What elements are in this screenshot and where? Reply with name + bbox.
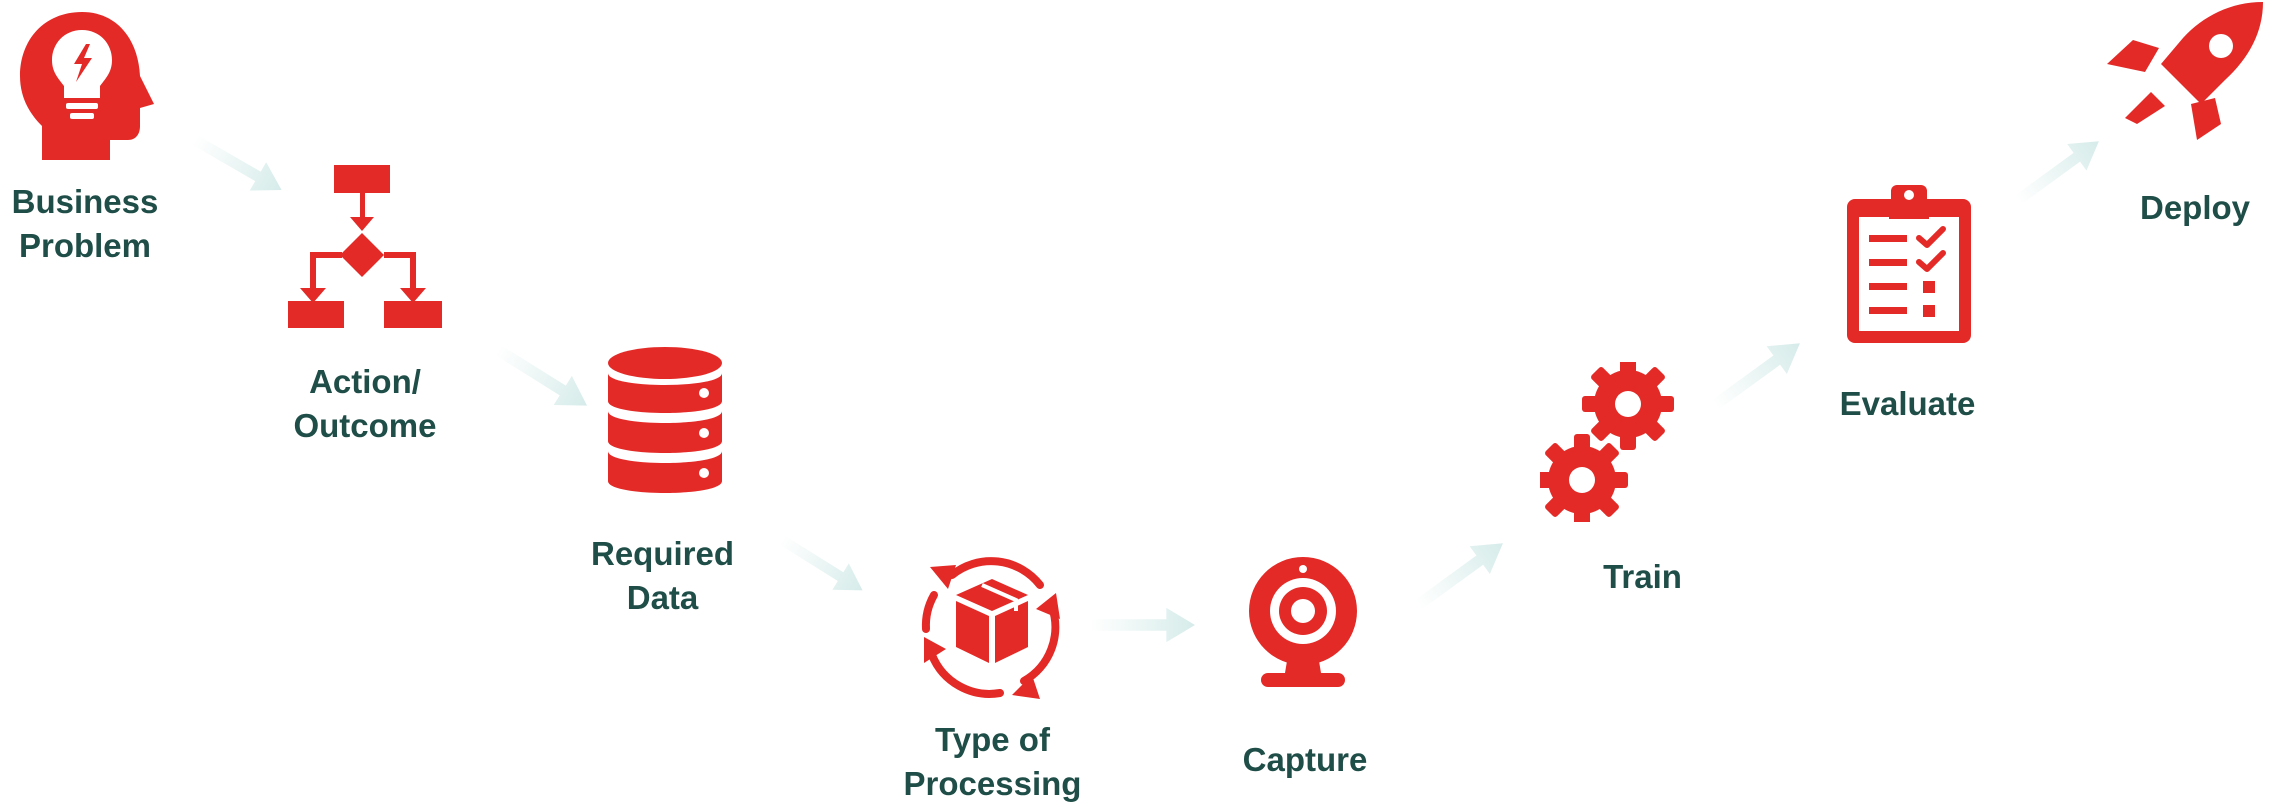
head-lightbulb-icon	[12, 8, 157, 163]
flow-arrow	[771, 523, 873, 607]
flow-arrow	[1703, 327, 1811, 421]
step-label-evaluate: Evaluate	[1839, 385, 1976, 422]
step-label-business-problem: Business Problem	[11, 183, 159, 264]
step-label-deploy: Deploy	[2140, 189, 2251, 226]
clipboard-checklist-icon	[1845, 183, 1973, 345]
rocket-icon	[2103, 0, 2269, 142]
flow-arrow	[1090, 605, 1195, 645]
flow-arrow	[487, 333, 597, 423]
step-label-train: Train	[1603, 558, 1682, 595]
step-label-capture: Capture	[1242, 741, 1368, 778]
flow-arrow	[185, 123, 292, 208]
gears-icon	[1540, 362, 1675, 522]
flowchart-icon	[288, 163, 443, 328]
flow-arrow	[1406, 527, 1514, 621]
step-label-action-outcome: Action/ Outcome	[293, 363, 437, 444]
flow-arrow	[2006, 125, 2110, 216]
database-icon	[606, 345, 724, 500]
step-label-required-data: Required Data	[590, 535, 735, 616]
webcam-icon	[1247, 555, 1359, 690]
box-cycle-icon	[912, 545, 1072, 705]
step-label-type-of-processing: Type of Processing	[903, 721, 1082, 802]
